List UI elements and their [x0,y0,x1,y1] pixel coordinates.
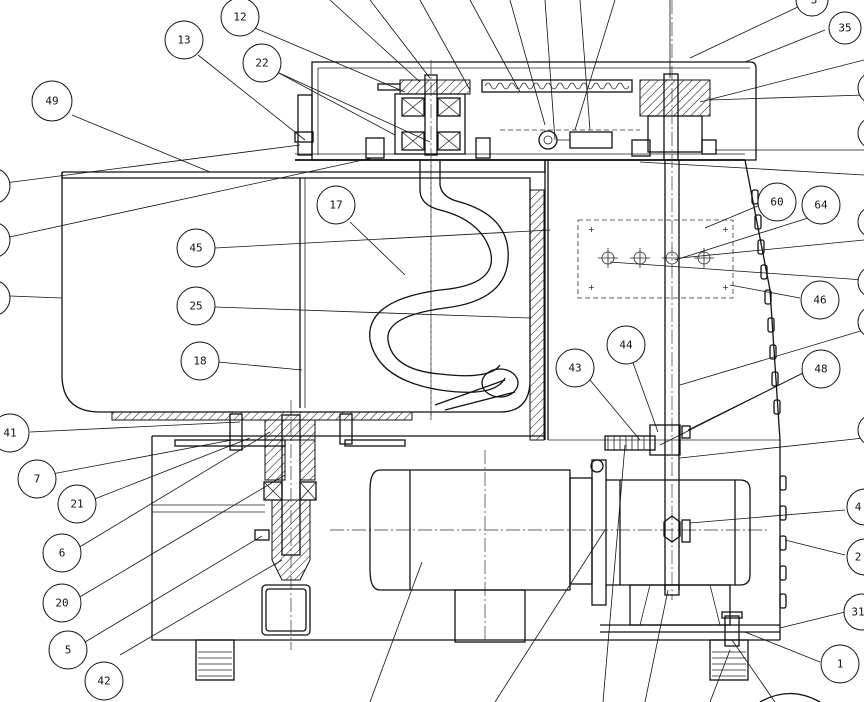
svg-text:42: 42 [97,675,110,688]
machine-body: + + + + [61,0,821,702]
callout-4: 4 [846,488,864,526]
svg-text:4: 4 [855,501,862,514]
svg-text:1: 1 [837,658,844,671]
svg-text:45: 45 [189,242,202,255]
svg-text:60: 60 [770,196,783,209]
svg-text:+: + [722,283,729,292]
callout-5: 5 [48,630,88,670]
callout-6: 6 [42,533,82,573]
callout-21: 21 [57,484,97,524]
callout-25: 25 [176,286,216,326]
svg-text:21: 21 [70,498,83,511]
callout-12: 12 [220,0,260,37]
callout-41: 41 [0,413,30,453]
callout-7: 7 [17,459,57,499]
svg-text:43: 43 [568,362,581,375]
svg-text:22: 22 [255,57,268,70]
svg-text:6: 6 [59,547,66,560]
callout-44: 44 [606,325,646,365]
callout-2: 2 [846,538,864,576]
svg-text:+: + [588,283,595,292]
svg-text:+: + [588,225,595,234]
callout-49: 49 [31,80,73,122]
callout-48: 48 [801,349,841,389]
svg-text:5: 5 [65,644,72,657]
leader-lines [4,0,864,702]
svg-text:20: 20 [55,597,68,610]
svg-text:+: + [722,225,729,234]
svg-text:31: 31 [851,606,864,619]
callout-60: 60 [757,182,797,222]
svg-text:41: 41 [3,427,16,440]
callout-1: 1 [820,644,860,684]
svg-text:2: 2 [855,551,862,564]
callout-42: 42 [84,661,124,701]
svg-text:18: 18 [193,355,206,368]
callout-13: 13 [164,20,204,60]
svg-text:49: 49 [45,95,58,108]
callout-35: 35 [828,11,862,45]
callout-17: 17 [316,185,356,225]
callout-43: 43 [555,348,595,388]
callout-31: 31 [843,593,864,631]
svg-text:46: 46 [813,294,826,307]
svg-text:17: 17 [329,199,342,212]
svg-text:44: 44 [619,339,633,352]
svg-text:7: 7 [34,473,41,486]
column-ribs [751,189,787,609]
svg-text:25: 25 [189,300,202,313]
svg-text:3: 3 [811,0,818,7]
callout-20: 20 [42,583,82,623]
svg-text:48: 48 [814,363,827,376]
callout-64: 64 [801,185,841,225]
callout-3: 3 [795,0,829,17]
callout-45: 45 [176,228,216,268]
svg-text:64: 64 [814,199,828,212]
callout-46: 46 [800,280,840,320]
svg-text:35: 35 [838,22,851,35]
svg-text:12: 12 [233,11,246,24]
svg-text:13: 13 [177,34,190,47]
callout-22: 22 [242,43,282,83]
callout-18: 18 [180,341,220,381]
